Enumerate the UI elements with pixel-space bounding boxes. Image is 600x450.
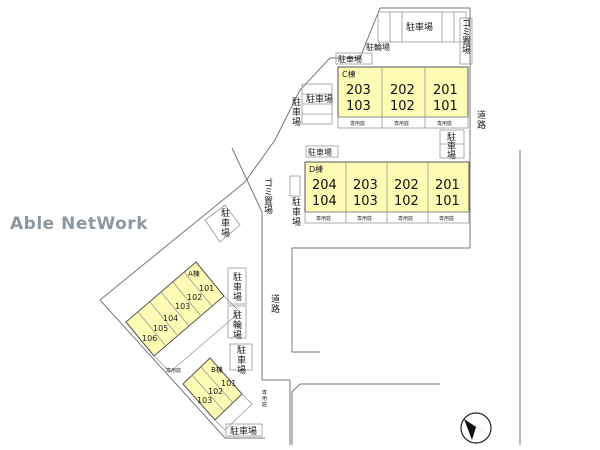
a-unit-105: 105 [153,324,168,333]
parking-label-mid-vertical: 駐車場 [292,96,301,128]
d-unit-102: 102 [394,194,419,209]
bike-label-top: 駐輪場 [366,42,390,52]
road-label-right: 道路 [477,109,486,131]
d-unit-104: 104 [312,194,337,209]
d-unit-101: 101 [435,194,460,209]
c-unit-203: 203 [346,83,371,98]
c-unit-103: 103 [346,99,371,114]
a-unit-102: 102 [187,293,202,302]
parking-left-c [301,83,333,125]
d-unit-201: 201 [435,178,460,193]
parking-label-c-left: 駐車場 [306,93,333,105]
trash-label-mid: ゴミ置場 [264,177,273,216]
c-garden-3: 専用庭 [437,120,452,127]
parking-label-bottom: 駐車場 [230,425,257,437]
a-unit-101: 101 [199,284,214,293]
d-garden-3: 専用庭 [398,215,413,222]
c-unit-201: 201 [433,83,458,98]
b-unit-102: 102 [208,387,223,396]
road-label-mid: 道路 [271,293,280,315]
parking-label-b-right: 駐車場 [237,344,246,376]
d-unit-203: 203 [353,178,378,193]
parking-label-a-right: 駐車場 [233,271,242,303]
parking-label-d-top: 駐車場 [308,147,332,157]
d-garden-2: 専用庭 [357,215,372,222]
d-unit-202: 202 [394,178,419,193]
building-a-name: A棟 [188,269,200,278]
d-unit-103: 103 [353,194,378,209]
watermark-logo: Able NetWork [10,214,148,234]
b-unit-101: 101 [221,379,236,388]
building-c-name: C棟 [342,69,356,79]
a-unit-106: 106 [142,334,157,343]
parking-label-a-top: 駐車場 [221,207,230,239]
c-garden-2: 専用庭 [394,120,409,127]
a-garden: 専用庭 [166,367,181,374]
trash-label-top: ゴミ置場 [462,17,471,56]
parking-label-top-left: 駐車場 [338,54,362,64]
parking-label-c-right: 駐車場 [447,131,456,161]
parking-label-top: 駐車場 [406,21,433,33]
a-unit-103: 103 [175,302,190,311]
a-unit-104: 104 [163,314,178,323]
d-garden-1: 専用庭 [316,215,331,222]
top-parking-stalls [377,11,467,43]
c-unit-101: 101 [433,99,458,114]
trash-area-top [459,17,473,65]
d-garden-4: 専用庭 [439,215,454,222]
c-garden-1: 専用庭 [350,120,365,127]
north-arrow-icon [460,412,492,444]
building-c [337,66,469,129]
b-unit-103: 103 [197,396,212,405]
bike-label-a-right: 駐輪場 [233,309,242,341]
d-unit-204: 204 [312,178,337,193]
parking-label-d-left: 駐車場 [292,196,301,228]
c-unit-202: 202 [390,83,415,98]
c-unit-102: 102 [390,99,415,114]
b-garden: 専用庭 [262,389,267,408]
building-b-name: B棟 [211,365,223,374]
building-d [304,161,470,224]
parking-left-a [204,204,241,243]
site-boundary [99,7,521,445]
building-d-name: D棟 [309,164,323,174]
